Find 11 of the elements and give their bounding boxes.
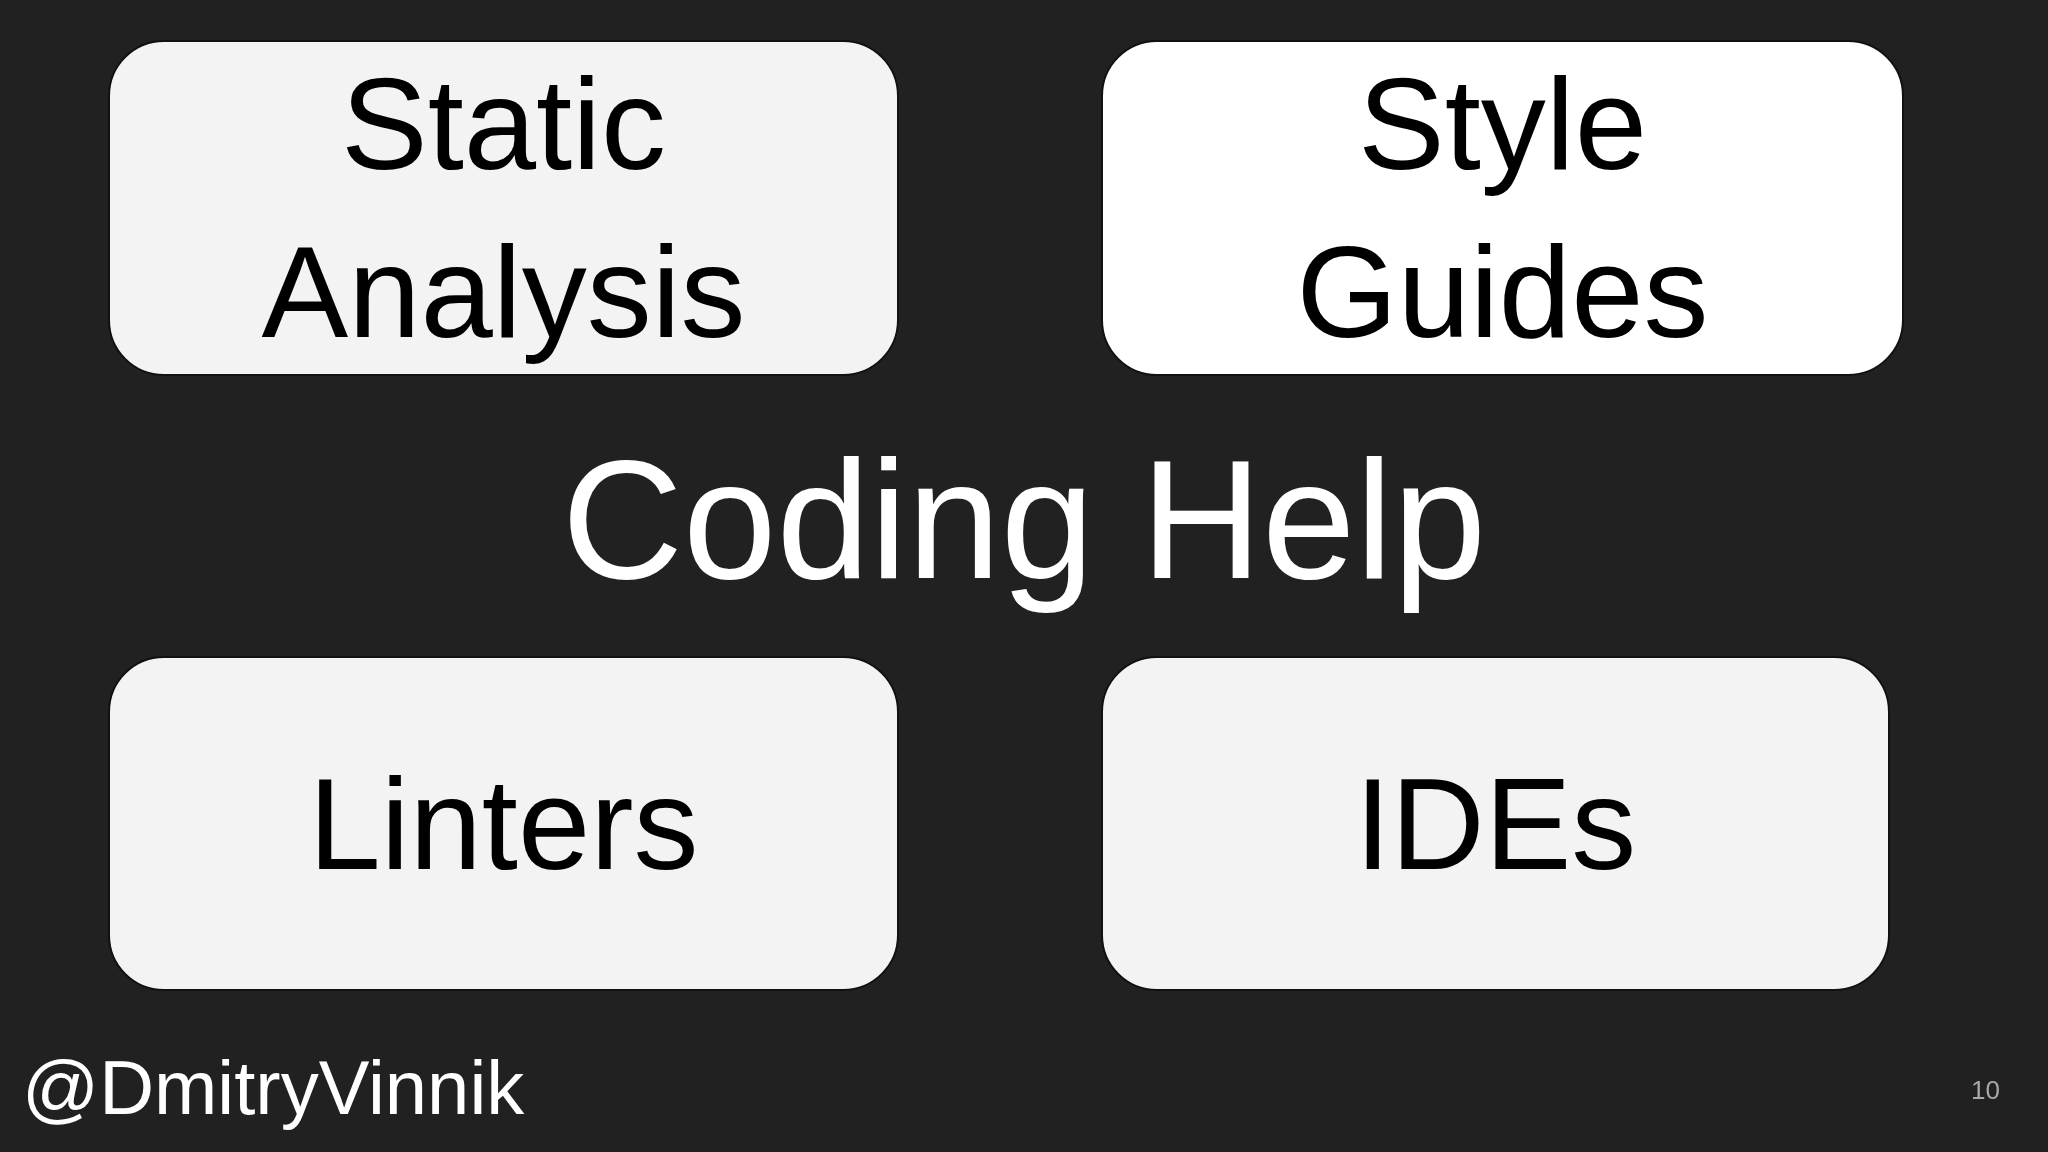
rounded-card xyxy=(1101,656,1890,991)
card-label: Style Guides xyxy=(1295,50,1710,367)
rounded-card xyxy=(108,40,899,376)
rounded-card xyxy=(1101,40,1904,376)
card-label: IDEs xyxy=(1354,749,1637,899)
slide-title: Coding Help xyxy=(561,426,1487,614)
rounded-card xyxy=(108,656,899,991)
card-label: Static Analysis xyxy=(260,50,747,367)
page-number: 10 xyxy=(1971,1074,2000,1106)
author-handle: @DmitryVinnik xyxy=(22,1044,525,1132)
card-label: Linters xyxy=(308,749,699,899)
